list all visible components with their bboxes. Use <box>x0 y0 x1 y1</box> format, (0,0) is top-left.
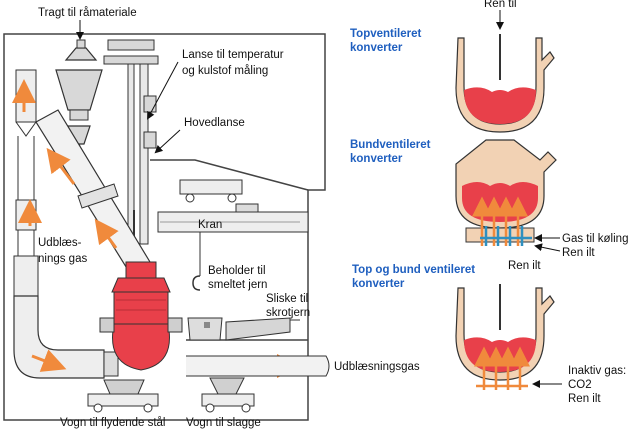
iron-ladle <box>187 317 223 341</box>
oxygen-side-arrow <box>534 243 561 252</box>
label-temp-lance-1: Lanse til temperatur <box>182 49 284 61</box>
label-scrap-chute-2: skrotjern <box>266 307 310 319</box>
label-scrap-chute-1: Sliske til <box>266 293 308 305</box>
left-leader-lines <box>76 20 181 154</box>
cooling-gas-pipes <box>480 226 532 246</box>
label-top-oxygen: Ren til <box>484 0 517 10</box>
crane <box>157 179 309 291</box>
scrap-chute <box>225 317 300 341</box>
heading-top-blown-2: konverter <box>350 42 403 54</box>
label-crane: Kran <box>198 219 222 231</box>
label-slag-car: Vogn til slagge <box>186 417 261 429</box>
label-exhaust-gas-1: Udblæs- <box>38 237 82 249</box>
slag-car <box>201 377 255 413</box>
heading-combined-blown-2: konverter <box>352 278 405 290</box>
label-co2: CO2 <box>568 379 592 391</box>
label-exhaust-gas-2: nings gas <box>38 253 87 265</box>
label-inert-gas: Inaktiv gas: <box>568 365 626 377</box>
converter-top-blown <box>455 34 555 133</box>
label-pure-oxygen-side: Ren ilt <box>562 247 595 259</box>
converter-bottom-blown <box>455 139 557 246</box>
label-main-lance: Hovedlanse <box>184 117 245 129</box>
heading-bottom-blown-2: konverter <box>350 153 403 165</box>
label-pure-oxygen-combined: Ren ilt <box>568 393 601 405</box>
label-raw-material-hopper: Tragt til råmateriale <box>38 7 137 19</box>
left-labels: Tragt til råmateriale Lanse til temperat… <box>38 7 420 429</box>
converter-combined-blown <box>455 284 555 390</box>
heading-bottom-blown-1: Bundventileret <box>350 139 431 151</box>
exhaust-outlet-pipe <box>186 355 330 377</box>
label-temp-lance-2: og kulstof måling <box>182 65 268 77</box>
heading-combined-blown-1: Top og bund ventileret <box>352 264 475 276</box>
label-iron-ladle-2: smeltet jern <box>208 279 267 291</box>
steel-car <box>87 379 159 413</box>
label-iron-ladle-1: Beholder til <box>208 265 266 277</box>
converter-vessel <box>99 261 183 371</box>
label-steel-car: Vogn til flydende stål <box>60 417 166 429</box>
combined-tuyere-arrows <box>474 346 530 390</box>
label-pure-oxygen-bottom: Ren ilt <box>508 260 541 272</box>
label-exhaust-outlet: Udblæsningsgas <box>334 361 420 373</box>
heading-top-blown-1: Topventileret <box>350 28 422 40</box>
label-cooling-gas: Gas til køling <box>562 233 628 245</box>
